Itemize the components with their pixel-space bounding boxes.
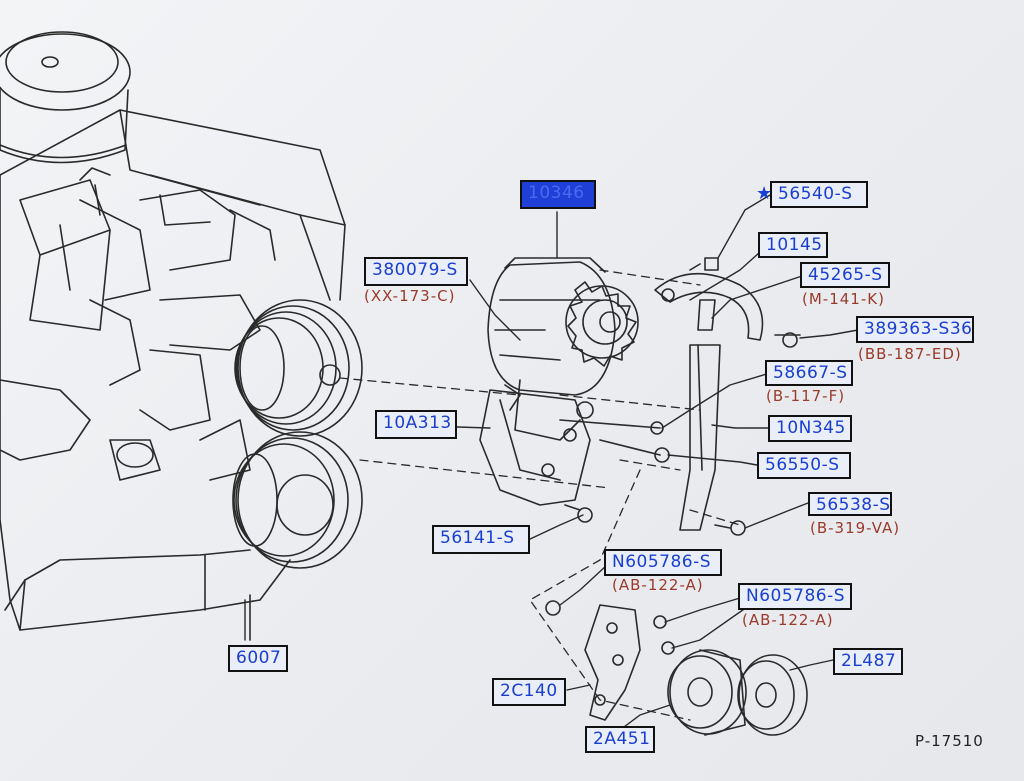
star-icon: ★ [756, 183, 773, 204]
part-label-45265-s[interactable]: 45265-S [800, 262, 890, 288]
figure-reference: P-17510 [915, 732, 984, 750]
spec-code-n605786-s-upper: (AB-122-A) [612, 576, 704, 594]
part-label-389363-s36[interactable]: 389363-S36 [856, 316, 974, 343]
part-label-6007[interactable]: 6007 [228, 645, 288, 672]
part-label-n605786-s-upper[interactable]: N605786-S [604, 549, 722, 576]
spec-code-45265-s: (M-141-K) [802, 290, 885, 308]
part-label-10346[interactable]: 10346 [520, 180, 596, 209]
alternator [479, 257, 639, 506]
part-label-10a313[interactable]: 10A313 [375, 410, 457, 439]
adjusting-arm [654, 272, 764, 531]
spec-code-56538-s: (B-319-VA) [810, 519, 901, 537]
part-label-56141-s[interactable]: 56141-S [432, 525, 530, 554]
crankshaft-pulleys [232, 299, 363, 569]
pump-bracket [584, 604, 641, 721]
part-label-56538-s[interactable]: 56538-S [808, 492, 892, 516]
spec-code-380079-s: (XX-173-C) [364, 287, 456, 305]
part-label-380079-s[interactable]: 380079-S [364, 257, 468, 286]
part-label-56540-s[interactable]: 56540-S [770, 181, 868, 208]
part-label-10145[interactable]: 10145 [758, 232, 828, 258]
pump-pulleys [667, 649, 808, 736]
part-label-2a451[interactable]: 2A451 [585, 726, 655, 753]
part-label-n605786-s-lower[interactable]: N605786-S [738, 583, 852, 610]
alignment-lines [339, 269, 741, 721]
part-label-58667-s[interactable]: 58667-S [765, 360, 853, 386]
spec-code-58667-s: (B-117-F) [766, 387, 846, 405]
spec-code-n605786-s-lower: (AB-122-A) [742, 611, 834, 629]
part-label-10n345[interactable]: 10N345 [768, 415, 852, 442]
part-label-56550-s[interactable]: 56550-S [757, 452, 851, 479]
bolts [545, 257, 801, 655]
spec-code-389363-s36: (BB-187-ED) [858, 345, 962, 363]
leader-lines [244, 194, 859, 731]
part-label-2l487[interactable]: 2L487 [833, 648, 903, 675]
part-label-2c140[interactable]: 2C140 [492, 678, 566, 706]
engine-block [0, 31, 346, 641]
